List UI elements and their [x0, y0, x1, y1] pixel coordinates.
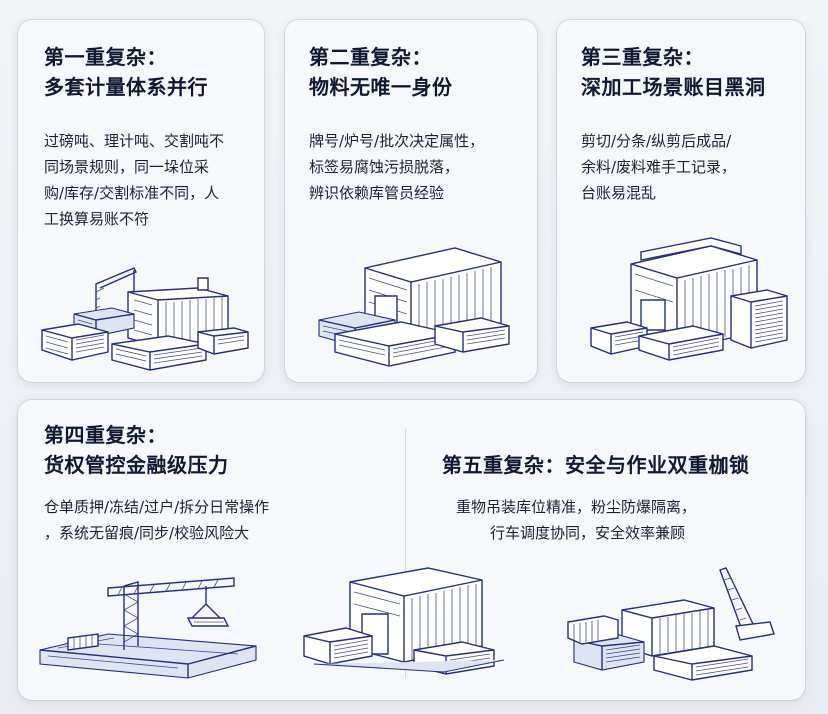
processing-plant-icon: [581, 224, 787, 364]
card-1-title-line1: 第一重复杂：: [44, 45, 167, 69]
card-1-desc-line1: 过磅吨、理计吨、交割吨不: [44, 132, 225, 150]
card-3-desc-line2: 余料/废料难手工记录，: [581, 158, 737, 176]
card-complexity-2: 第二重复杂： 物料无唯一身份 牌号/炉号/批次决定属性， 标签易腐蚀污损脱落， …: [285, 20, 537, 382]
card-complexity-4-5: 第四重复杂： 货权管控金融级压力 仓单质押/冻结/过户/拆分日常操作 ，系统无留…: [18, 400, 805, 700]
warehouse-coils-icon: [305, 234, 517, 372]
gantry-crane-icon: [38, 564, 258, 680]
steel-yard-crane-icon: [38, 248, 248, 372]
card-4-title-line1: 第四重复杂：: [44, 423, 167, 447]
card-complexity-1: 第一重复杂： 多套计量体系并行 过磅吨、理计吨、交割吨不 同场景规则，同一垛位采…: [18, 20, 264, 382]
card-4-desc-line2: ，系统无留痕/同步/校验风险大: [44, 524, 250, 542]
card-1-desc-line2: 同场景规则，同一垛位采: [44, 158, 210, 176]
card-2-title-line2: 物料无唯一身份: [309, 75, 453, 99]
card-5-title: 第五重复杂：安全与作业双重枷锁: [442, 453, 750, 477]
card-1-desc-line3: 购/库存/交割标准不同，人: [44, 184, 220, 202]
card-complexity-3: 第三重复杂： 深加工场景账目黑洞 剪切/分条/纵剪后成品/ 余料/废料难手工记录…: [557, 20, 805, 382]
card-2-desc-line1: 牌号/炉号/批次决定属性，: [309, 132, 485, 150]
card-2-desc-line2: 标签易腐蚀污损脱落，: [309, 158, 460, 176]
section-divider: [405, 428, 406, 678]
card-3-desc-line1: 剪切/分条/纵剪后成品/: [581, 132, 732, 150]
card-3-desc-line3: 台账易混乱: [581, 184, 657, 202]
crane-yard-icon: [564, 560, 784, 682]
card-5-desc-line2: 行车调度协同，安全效率兼顾: [490, 524, 686, 542]
card-4-title-line2: 货权管控金融级压力: [44, 453, 229, 477]
card-2-desc-line3: 辨识依赖库管员经验: [309, 184, 445, 202]
card-3-title-line2: 深加工场景账目黑洞: [581, 75, 766, 99]
card-5-desc-line1: 重物吊装库位精准，粉尘防爆隔离，: [456, 498, 697, 516]
card-1-title-line2: 多套计量体系并行: [44, 75, 208, 99]
card-3-title-line1: 第三重复杂：: [581, 45, 704, 69]
warehouse-center-icon: [294, 560, 514, 682]
card-4-desc-line1: 仓单质押/冻结/过户/拆分日常操作: [44, 498, 270, 516]
card-1-desc-line4: 工换算易账不符: [44, 210, 150, 228]
card-2-title-line1: 第二重复杂：: [309, 45, 432, 69]
